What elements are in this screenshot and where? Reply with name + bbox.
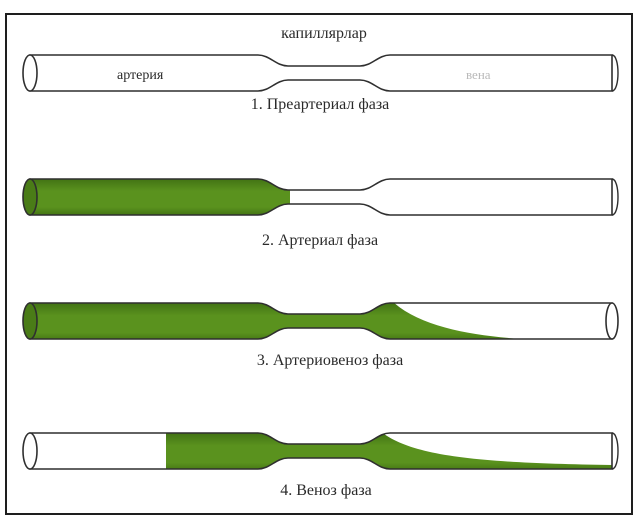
phase-3-caption: 3. Артериовеноз фаза (257, 352, 403, 369)
vessel-left-opening (23, 55, 37, 91)
capillaries-label: капиллярлар (281, 25, 367, 42)
vessel-right-opening (612, 433, 618, 469)
phase-3-vessel (20, 301, 618, 343)
vessel-left-opening (23, 179, 37, 215)
vessel-left-opening (23, 433, 37, 469)
vessel-right-opening (612, 179, 618, 215)
phase-1-vessel (23, 55, 618, 91)
phase-1-caption: 1. Преартериал фаза (251, 96, 390, 113)
blood-fill (20, 177, 290, 217)
phase-2-caption: 2. Артериал фаза (262, 232, 378, 249)
vessel-left-opening (23, 303, 37, 339)
vessel-right-opening (606, 303, 618, 339)
vessel-right-opening (612, 55, 618, 91)
phase-4-caption: 4. Веноз фаза (280, 482, 372, 499)
phase-2-vessel (20, 177, 618, 217)
vein-label: вена (466, 67, 491, 82)
artery-label: артерия (117, 68, 164, 83)
phase-4-vessel (23, 431, 618, 473)
